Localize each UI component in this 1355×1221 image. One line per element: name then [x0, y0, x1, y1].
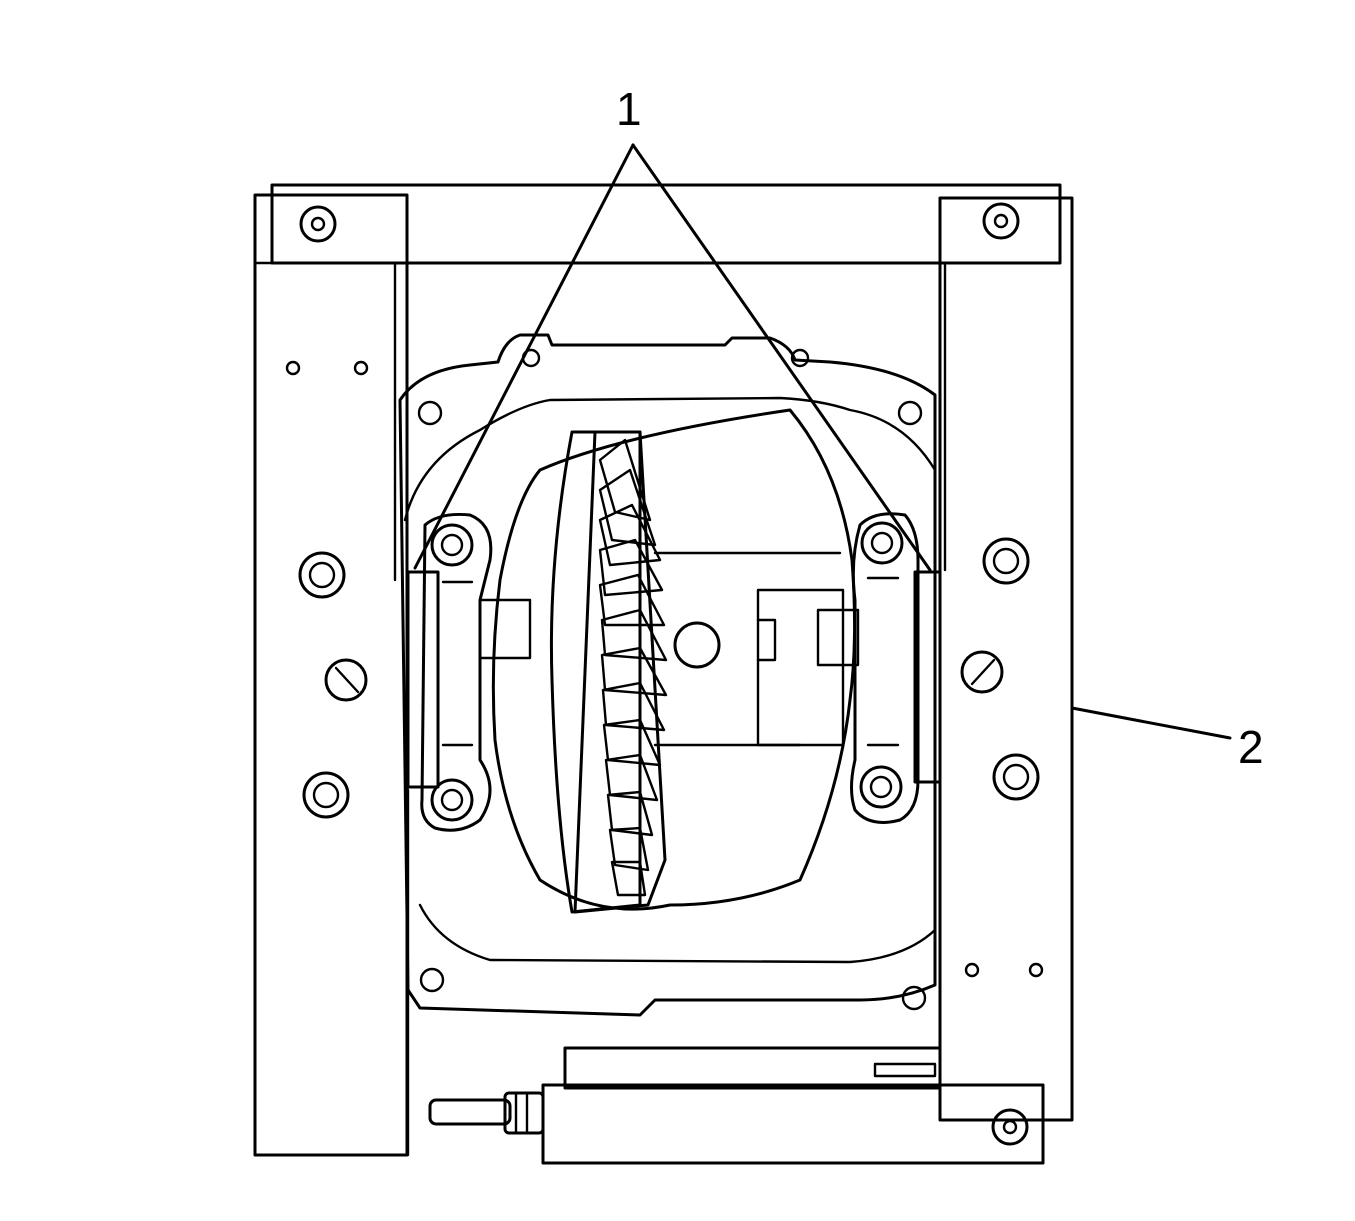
- bearing-cap-bolt-icon: [430, 523, 474, 567]
- bolt-icon: [298, 551, 346, 599]
- screw-icon: [960, 650, 1004, 694]
- callout-1-label: 1: [616, 83, 642, 135]
- bolt-icon: [992, 753, 1040, 801]
- bottom-bar: [541, 1083, 1045, 1165]
- top-bar-bolts: [299, 202, 1020, 243]
- bearing-cap-left: [406, 513, 532, 832]
- fixture-top-bar: [270, 183, 1062, 265]
- leader-line-1-left: [413, 143, 635, 570]
- carrier-housing: [398, 333, 937, 1017]
- right-rail-hardware: [960, 537, 1044, 978]
- bearing-cap-bolt-icon: [860, 521, 904, 565]
- fixture-left-rail: [253, 193, 409, 1157]
- leader-line-2: [1070, 706, 1232, 740]
- leader-line-1-right: [631, 143, 932, 572]
- screw-icon: [324, 658, 368, 702]
- bolt-icon: [991, 1108, 1029, 1146]
- pinion-shaft-end-icon: [673, 621, 721, 669]
- leader-lines: [413, 143, 1232, 740]
- callout-2-label: 2: [1238, 721, 1264, 773]
- bearing-cap-right: [816, 512, 942, 824]
- bolt-icon: [982, 202, 1020, 240]
- bottom-plate: [563, 1046, 942, 1090]
- fixture-right-rail: [938, 196, 1074, 1122]
- differential-case: [491, 408, 857, 911]
- bolt-icon: [982, 537, 1030, 585]
- ring-gear-teeth: [598, 438, 668, 897]
- ring-gear: [549, 430, 668, 914]
- bottom-adjuster: [428, 1046, 1045, 1165]
- bearing-cap-bolt-icon: [430, 778, 474, 822]
- fixture-frame: [253, 183, 1074, 1157]
- left-rail-hardware: [285, 360, 369, 819]
- bearing-cap-bolt-icon: [859, 765, 903, 809]
- bolt-icon: [299, 205, 337, 243]
- bolt-icon: [302, 771, 350, 819]
- adjuster-rod: [428, 1098, 512, 1126]
